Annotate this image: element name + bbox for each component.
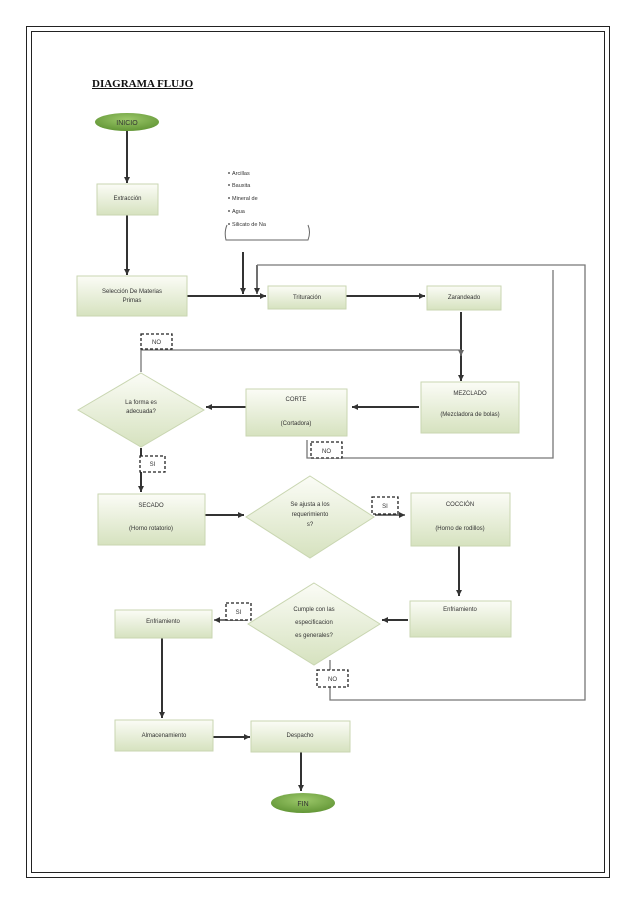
process-seleccion (76, 275, 188, 317)
end-label: FIN (297, 801, 308, 808)
bullet-icon (228, 223, 230, 225)
requerimientos-si-label: SI (382, 504, 388, 510)
page-border-outer (26, 26, 610, 878)
requerimientos-label-line3: s? (307, 522, 314, 528)
ingredients-bracket (224, 224, 310, 241)
seleccion-label-line1: Selección De Materias (102, 289, 162, 295)
almacenamiento-label: Almacenamiento (142, 733, 187, 739)
mezclado-label-line1: MEZCLADO (453, 391, 487, 397)
decision-forma (77, 372, 205, 448)
secado-label-line1: SECADO (138, 503, 164, 509)
zarandeado-label: Zarandeado (448, 295, 481, 301)
process-enfriamiento-left (114, 609, 213, 639)
process-zarandeado (426, 285, 502, 311)
decision-requerimientos (245, 475, 375, 559)
bullet-icon (228, 197, 230, 199)
especificaciones-no-label: NO (328, 677, 337, 683)
ingredient-1: Arcillas (232, 171, 250, 177)
corte-label-line1: CORTE (286, 397, 307, 403)
label-box-especificaciones-si (225, 602, 252, 621)
requerimientos-label-line1: Se ajusta a los (290, 502, 329, 508)
process-coccion (410, 492, 511, 547)
process-mezclado (420, 381, 520, 434)
coccion-label-line2: (Horno de rodillos) (435, 526, 484, 532)
bullet-icon (228, 210, 230, 212)
label-box-forma-si (139, 455, 166, 473)
decision-especificaciones (247, 582, 381, 666)
secado-label-line2: (Horno rotatorio) (129, 526, 173, 532)
bullet-icon (228, 184, 230, 186)
enfriamiento-right-label: Enfriamiento (443, 607, 477, 613)
especificaciones-si-label: SI (236, 610, 242, 616)
bullet-icon (228, 172, 230, 174)
requerimientos-label-line2: requerimiento (292, 512, 329, 518)
start-terminal: INICIO (95, 113, 159, 131)
ingredient-3: Mineral de (232, 196, 258, 202)
especificaciones-label-line3: es generales? (295, 633, 333, 639)
coccion-label-line1: COCCIÓN (446, 501, 474, 508)
forma-label-line1: La forma es (125, 400, 157, 406)
process-despacho (250, 720, 351, 753)
process-almacenamiento (114, 719, 214, 752)
especificaciones-label-line1: Cumple con las (293, 607, 334, 613)
ingredients-list: Arcillas Bauxita Mineral de Agua Silicat… (228, 171, 267, 228)
label-box-corte-no (310, 441, 343, 459)
despacho-label: Despacho (286, 733, 314, 739)
label-box-forma-no (140, 333, 173, 350)
process-secado (97, 493, 206, 546)
corte-label-line2: (Cortadora) (281, 421, 312, 427)
process-extraccion (96, 183, 159, 216)
forma-label-line2: adecuada? (126, 409, 156, 415)
label-box-requerimientos-si (371, 496, 399, 515)
ingredient-5: Silicato de Na (232, 222, 267, 228)
label-box-especificaciones-no (316, 669, 349, 688)
ingredient-4: Agua (232, 209, 246, 215)
process-trituracion (267, 285, 347, 310)
page-border-inner (31, 31, 605, 873)
connectors (124, 130, 464, 791)
trituracion-label: Trituración (293, 295, 321, 301)
start-label: INICIO (116, 120, 138, 127)
ingredient-2: Bauxita (232, 183, 251, 189)
process-enfriamiento-right (409, 600, 512, 638)
process-corte (245, 388, 348, 437)
corte-no-label: NO (322, 449, 331, 455)
forma-si-label: SI (150, 462, 156, 468)
especificaciones-label-line2: especificacion (295, 620, 333, 626)
mezclado-label-line2: (Mezcladora de bolas) (440, 412, 499, 418)
forma-no-label: NO (152, 340, 161, 346)
enfriamiento-left-label: Enfriamiento (146, 619, 180, 625)
seleccion-label-line2: Primas (123, 298, 142, 304)
diagram-title: DIAGRAMA FLUJO (92, 78, 194, 90)
extraccion-label: Extracción (113, 196, 141, 202)
end-terminal: FIN (271, 793, 335, 813)
